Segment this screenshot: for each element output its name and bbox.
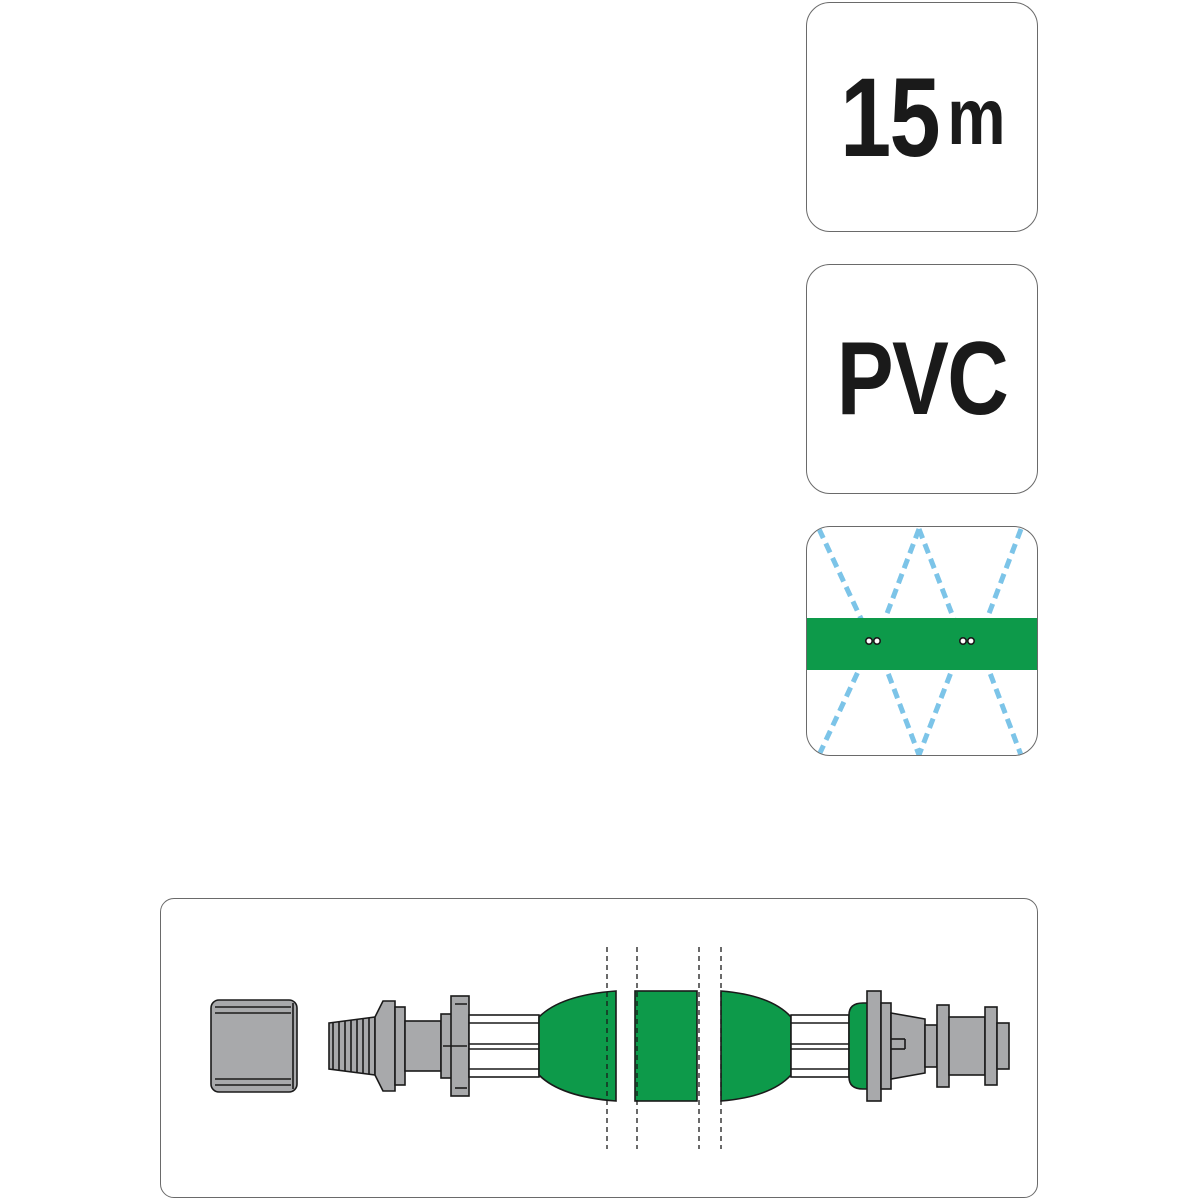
hose-quick-connector-icon (848, 990, 1010, 1102)
hose-assembly-diagram (210, 947, 1010, 1149)
threaded-cap-nut-icon (210, 999, 298, 1093)
cut-lines (606, 947, 722, 1149)
hose-section-icon (538, 990, 792, 1102)
sprinkler-badge (806, 526, 1038, 756)
length-value: 15 (840, 54, 941, 180)
hose-assembly-panel (160, 898, 1038, 1198)
material-badge: PVC (806, 264, 1038, 494)
material-label: PVC (836, 320, 1009, 437)
length-unit: m (947, 72, 1005, 161)
threaded-tap-connector-icon (328, 995, 470, 1097)
hose-holes (864, 637, 976, 646)
hose-band (807, 618, 1037, 670)
clear-hose-segment-left (468, 1014, 540, 1078)
clear-hose-segment-right (790, 1014, 850, 1078)
perforated-hose-spray-icon (807, 527, 1037, 755)
